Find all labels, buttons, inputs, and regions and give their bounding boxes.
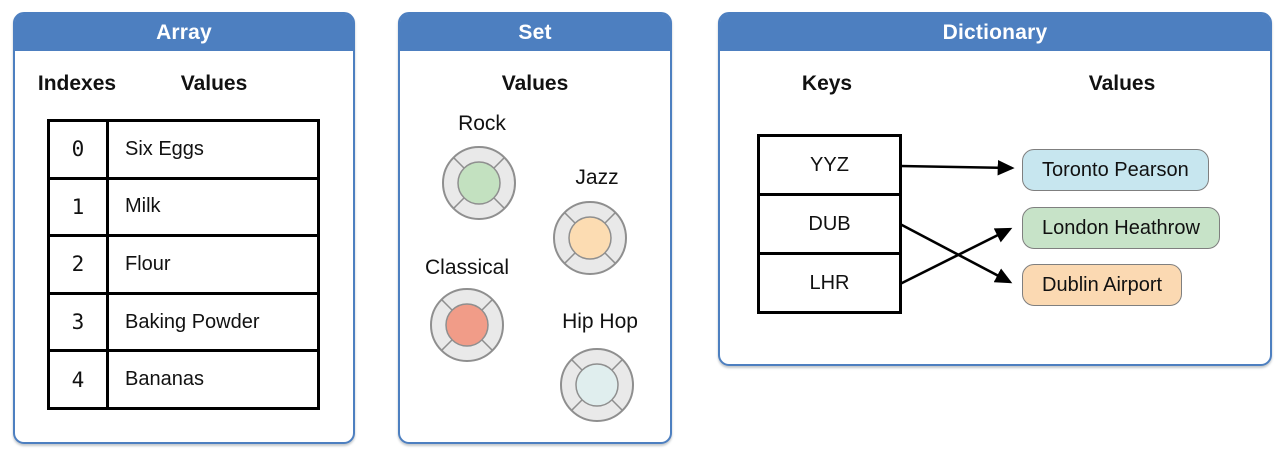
array-row: 4 Bananas [47, 349, 320, 410]
array-indexes-label: Indexes [37, 72, 117, 95]
array-table: 0 Six Eggs 1 Milk 2 Flour 3 Baking Powde… [47, 119, 320, 410]
dict-key-row: YYZ [757, 134, 902, 196]
array-value-cell: Flour [106, 234, 320, 295]
dict-key-row: DUB [757, 193, 902, 255]
set-item-label-jazz: Jazz [575, 166, 619, 189]
dictionary-panel: Dictionary Keys Values YYZ DUB LHR [718, 12, 1272, 366]
array-row: 2 Flour [47, 234, 320, 295]
dict-values-label: Values [1088, 72, 1156, 95]
array-panel: Array Indexes Values 0 Six Eggs 1 Milk 2… [13, 12, 355, 444]
array-value-cell: Milk [106, 176, 320, 238]
dict-key-cell: DUB [757, 193, 902, 255]
dict-keys-table: YYZ DUB LHR [757, 134, 902, 314]
array-values-label: Values [180, 72, 248, 95]
dict-key-cell: LHR [757, 252, 902, 314]
record-disc-icon-jazz [553, 201, 627, 275]
array-index-cell: 1 [47, 176, 109, 238]
array-value-cell: Bananas [106, 349, 320, 410]
array-index-cell: 3 [47, 291, 109, 353]
array-index-cell: 4 [47, 349, 109, 410]
set-values-label: Values [501, 72, 569, 95]
set-panel: Set Values Rock Jazz [398, 12, 672, 444]
set-item-label-hiphop: Hip Hop [562, 310, 638, 333]
array-index-cell: 0 [47, 119, 109, 180]
dict-key-row: LHR [757, 252, 902, 314]
dictionary-panel-header: Dictionary [720, 14, 1270, 51]
set-item-label-classical: Classical [424, 256, 510, 279]
array-value-cell: Baking Powder [106, 291, 320, 353]
dict-keys-label: Keys [801, 72, 853, 95]
array-panel-title: Array [156, 20, 212, 44]
array-index-cell: 2 [47, 234, 109, 295]
dict-key-cell: YYZ [757, 134, 902, 196]
array-row: 0 Six Eggs [47, 119, 320, 180]
array-panel-header: Array [15, 14, 353, 51]
set-panel-title: Set [518, 20, 552, 44]
set-item-label-rock: Rock [458, 112, 506, 135]
array-row: 3 Baking Powder [47, 291, 320, 353]
set-panel-header: Set [400, 14, 670, 51]
dict-value-pill-dublin: Dublin Airport [1022, 264, 1183, 306]
dictionary-panel-title: Dictionary [942, 20, 1048, 44]
record-disc-icon-classical [430, 288, 504, 362]
array-row: 1 Milk [47, 176, 320, 238]
record-disc-icon-rock [442, 146, 516, 220]
array-value-cell: Six Eggs [106, 119, 320, 180]
dict-value-pill-toronto: Toronto Pearson [1022, 149, 1209, 191]
dict-value-pill-london: London Heathrow [1022, 207, 1220, 249]
record-disc-icon-hiphop [560, 348, 634, 422]
